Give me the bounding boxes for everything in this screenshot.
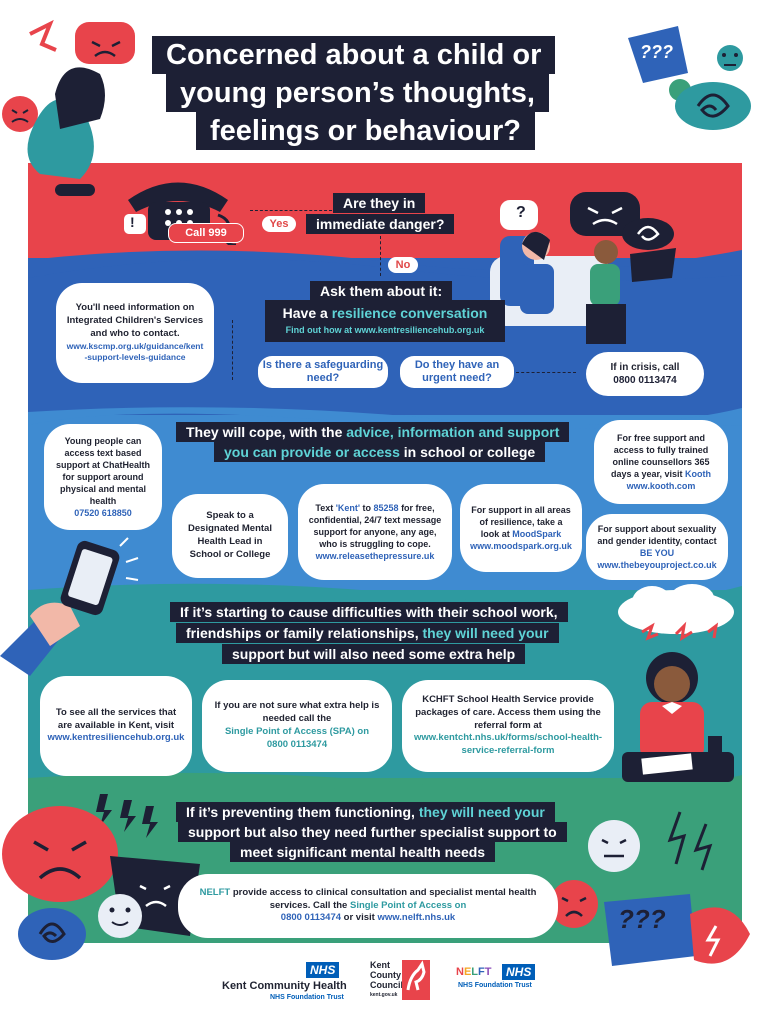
integrated-services-text: You'll need information on Integrated Ch… bbox=[66, 302, 204, 339]
kentresiliencehub-link[interactable]: www.kentresiliencehub.org.uk bbox=[47, 732, 185, 744]
arrow-to-phone bbox=[250, 210, 332, 211]
sad-faces-illustration bbox=[550, 811, 750, 966]
arrow-to-crisis bbox=[516, 372, 576, 373]
spa-link[interactable]: Single Point of Access (SPA) on bbox=[224, 726, 370, 737]
nelft-bubble: NELFT provide access to clinical consult… bbox=[178, 874, 558, 938]
moodspark-link[interactable]: www.moodspark.org.uk bbox=[470, 541, 572, 552]
nelft-trust: NHS Foundation Trust bbox=[458, 982, 532, 989]
kch-trust: NHS Foundation Trust bbox=[270, 994, 344, 1001]
cope-highlight-2: you can provide or access bbox=[224, 444, 400, 460]
functioning-line-1: If it’s preventing them functioning, the… bbox=[176, 802, 555, 822]
dmhl-bubble: Speak to a Designated Mental Health Lead… bbox=[172, 494, 288, 578]
cope-header-line-2: you can provide or access in school or c… bbox=[214, 442, 546, 462]
kcc-logo: Kent County Council kent.gov.uk bbox=[366, 958, 432, 1004]
chathealth-body: Young people can access text based suppo… bbox=[55, 435, 150, 507]
crisis-bubble: If in crisis, call 0800 0113474 bbox=[586, 352, 704, 396]
text-support-bubble: Text 'Kent' to 85258 for free, confident… bbox=[298, 484, 452, 580]
question-bubbles-illustration bbox=[628, 26, 751, 130]
urgent-need-question: Do they have an urgent need? bbox=[400, 356, 514, 388]
functioning-line-3: meet significant mental health needs bbox=[230, 842, 496, 862]
chathealth-phone[interactable]: 07520 618850 bbox=[74, 508, 132, 519]
storm-cloud-illustration bbox=[618, 584, 734, 641]
kooth-bubble: For free support and access to fully tra… bbox=[594, 420, 728, 504]
difficulties-line-1: If it’s starting to cause difficulties w… bbox=[170, 602, 568, 622]
nelft-logo-text: NELFT bbox=[456, 966, 492, 978]
exclamation-icon: ! bbox=[130, 214, 135, 230]
angry-faces-illustration bbox=[2, 794, 200, 960]
kch-name: Kent Community Health bbox=[222, 980, 347, 992]
resilience-conversation-box: Have a resilience conversation Find out … bbox=[265, 300, 505, 342]
functioning-line-2: support but also they need further speci… bbox=[178, 822, 567, 842]
question-mark-icon: ? bbox=[516, 204, 526, 221]
cope-text-1: They will cope, with the bbox=[186, 424, 347, 440]
services-bubble: To see all the services that are availab… bbox=[40, 676, 192, 776]
conversation-illustration bbox=[490, 192, 676, 344]
worried-person-illustration bbox=[2, 19, 135, 196]
question-marks-bottom-icon: ??? bbox=[618, 904, 666, 934]
crisis-text: If in crisis, call bbox=[610, 361, 680, 373]
arrow-to-ask bbox=[380, 236, 381, 276]
stressed-student-illustration bbox=[622, 652, 734, 782]
difficulties-line-2: friendships or family relationships, the… bbox=[176, 623, 559, 643]
chathealth-text: Young people can access text based suppo… bbox=[54, 435, 152, 508]
difficulties-line-3: support but will also need some extra he… bbox=[222, 644, 526, 664]
no-label: No bbox=[388, 257, 418, 273]
spa-bubble: If you are not sure what extra help is n… bbox=[202, 680, 392, 772]
spa-text: If you are not sure what extra help is n… bbox=[214, 700, 380, 725]
resilience-hub-link[interactable]: Find out how at www.kentresiliencehub.or… bbox=[285, 325, 485, 335]
arrow-up-to-info bbox=[232, 320, 233, 380]
kch-nhs-logo: NHS bbox=[306, 962, 340, 978]
nelft-phone[interactable]: 0800 0113474 bbox=[280, 912, 342, 924]
moodspark-body: For support in all areas of resilience, … bbox=[471, 504, 571, 539]
text-support-body: Text 'Kent' to 85258 for free, confident… bbox=[308, 502, 442, 550]
nelft-contact: 0800 0113474 or visit www.nelft.nhs.uk bbox=[280, 912, 456, 924]
cope-header-line-1: They will cope, with the advice, informa… bbox=[176, 422, 570, 442]
danger-question-line-2: immediate danger? bbox=[306, 214, 455, 234]
cope-highlight-1: advice, information and support bbox=[346, 424, 560, 440]
resilience-prefix: Have a bbox=[282, 305, 332, 321]
beyou-bubble: For support about sexuality and gender i… bbox=[586, 514, 728, 580]
nelft-nhs-logo: NHS bbox=[502, 964, 536, 980]
phone-in-hand-illustration bbox=[0, 537, 139, 676]
crisis-phone[interactable]: 0800 0113474 bbox=[613, 375, 677, 386]
beyou-link[interactable]: www.thebeyouproject.co.uk bbox=[597, 560, 717, 571]
nelft-body: NELFT provide access to clinical consult… bbox=[199, 886, 537, 911]
resilience-link[interactable]: resilience conversation bbox=[331, 305, 488, 321]
call-999-badge: Call 999 bbox=[168, 223, 244, 243]
kscmp-link[interactable]: www.kscmp.org.uk/guidance/kent-support-l… bbox=[66, 340, 204, 363]
beyou-body: For support about sexuality and gender i… bbox=[597, 523, 717, 558]
page-title-line-2: young person’s thoughts, bbox=[166, 74, 549, 112]
releasethepressure-link[interactable]: www.releasethepressure.uk bbox=[315, 551, 435, 562]
kooth-body: For free support and access to fully tra… bbox=[610, 432, 712, 480]
moodspark-bubble: For support in all areas of resilience, … bbox=[460, 484, 582, 572]
danger-question-line-1: Are they in bbox=[333, 193, 426, 213]
kchft-bubble: KCHFT School Health Service provide pack… bbox=[402, 680, 614, 772]
chathealth-bubble: Young people can access text based suppo… bbox=[44, 424, 162, 530]
kent-horse-icon bbox=[402, 960, 430, 1000]
kooth-link[interactable]: www.kooth.com bbox=[626, 481, 696, 492]
integrated-services-bubble: You'll need information on Integrated Ch… bbox=[56, 283, 214, 383]
question-marks-icon: ??? bbox=[640, 42, 673, 62]
safeguarding-question: Is there a safeguarding need? bbox=[258, 356, 388, 388]
kchft-text: KCHFT School Health Service provide pack… bbox=[415, 693, 601, 731]
yes-label: Yes bbox=[262, 216, 296, 232]
kchft-link[interactable]: www.kentcht.nhs.uk/forms/school-health-s… bbox=[413, 732, 603, 757]
services-text: To see all the services that are availab… bbox=[55, 706, 177, 731]
nelft-link[interactable]: www.nelft.nhs.uk bbox=[377, 912, 456, 924]
page-title-line-1: Concerned about a child or bbox=[152, 36, 556, 74]
ask-header: Ask them about it: bbox=[310, 281, 453, 301]
spa-phone[interactable]: 0800 0113474 bbox=[266, 738, 328, 750]
page-title-line-3: feelings or behaviour? bbox=[196, 112, 535, 150]
cope-text-2: in school or college bbox=[399, 444, 536, 460]
